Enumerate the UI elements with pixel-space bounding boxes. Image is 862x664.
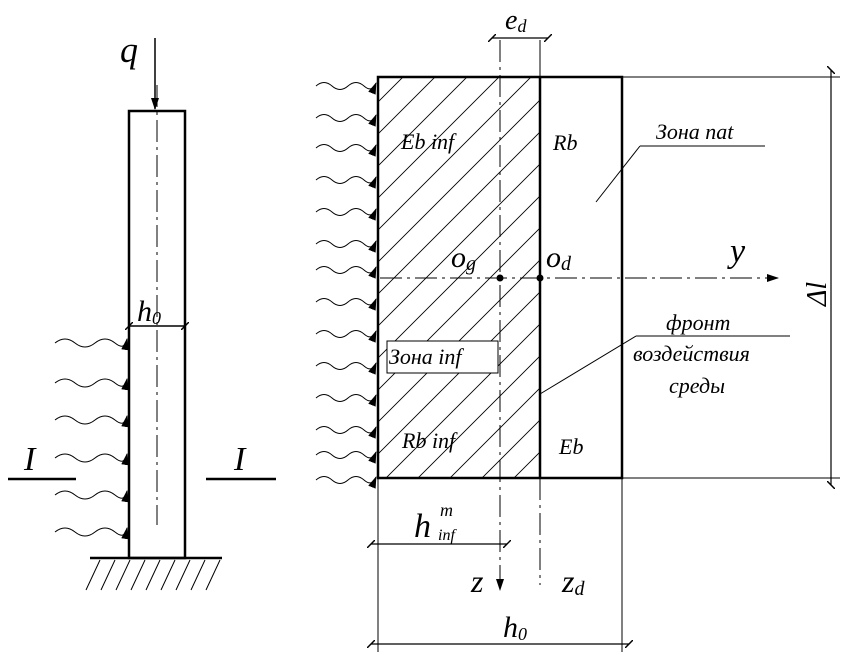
h0-left-label: h0 [137,295,161,328]
point-og [496,274,504,282]
front-label-line1: фронт [666,310,730,335]
environment-arrows-section [315,82,377,489]
cross-section: ed Δl h m inf h0 Eb inf Rb Зона nat og o… [315,5,840,652]
ground-hatch [85,559,221,591]
zona-nat-label: Зона nat [656,119,734,144]
zona-inf-label: Зона inf [389,344,464,369]
point-od [536,274,544,282]
section-label-left: I [23,441,37,478]
ed-label: ed [505,5,527,36]
zd-label: zd [561,563,585,600]
load-q-label: q [120,30,138,70]
z-axis-label: z [470,563,484,599]
dl-label: Δl [802,282,833,307]
hinf-sub-label: inf [438,527,457,544]
environment-arrows-left [54,338,130,540]
hinf-label: h [414,508,431,545]
og-label: og [451,241,476,275]
y-axis-label: y [727,233,746,270]
front-label-line3: среды [669,373,725,398]
front-leader [539,335,637,395]
hinf-sup-label: m [440,500,453,520]
front-label-line2: воздействия [633,341,750,366]
column-elevation: q h0 I I [8,30,276,591]
h0-bottom-label: h0 [503,611,527,644]
eb-inf-label: Eb inf [400,129,457,154]
od-label: od [546,241,572,275]
section-label-right: I [233,441,247,478]
zona-inf-box [386,340,499,374]
zona-nat-leader [595,145,641,203]
affected-zone-hatch [378,77,540,478]
eb-label: Eb [558,434,583,459]
rb-label: Rb [552,130,577,155]
rb-inf-label: Rb inf [401,428,458,453]
